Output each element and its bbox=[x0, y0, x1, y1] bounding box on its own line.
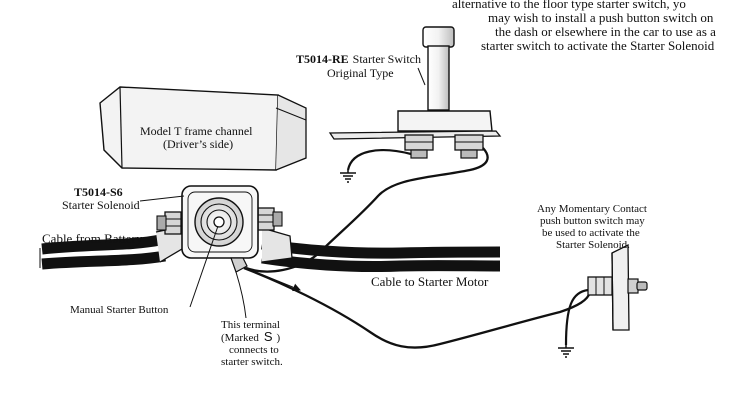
terminal-note-line-2: (Marked S) bbox=[221, 329, 281, 344]
top-note: alternative to the floor type starter sw… bbox=[452, 0, 716, 53]
solenoid-terminal-right bbox=[257, 207, 283, 231]
terminal-note-close-paren: ) bbox=[277, 332, 281, 344]
wire-solenoid-to-pushbutton bbox=[243, 266, 592, 349]
solenoid-terminal-left bbox=[156, 211, 182, 235]
terminal-note: This terminal (Marked S) connects to star… bbox=[221, 319, 283, 368]
starter-solenoid bbox=[156, 185, 283, 273]
starter-switch-plunger bbox=[427, 45, 450, 111]
solenoid-s-terminal bbox=[230, 257, 248, 273]
terminal-note-marked: (Marked bbox=[221, 332, 259, 344]
momentary-note-line-1: Any Momentary Contact bbox=[537, 203, 647, 215]
momentary-note-line-2: push button switch may bbox=[540, 215, 645, 227]
starter-switch-body bbox=[397, 110, 493, 132]
top-note-line-1: alternative to the floor type starter sw… bbox=[452, 0, 686, 11]
frame-channel-label-line-2: (Driver’s side) bbox=[163, 137, 233, 151]
momentary-note: Any Momentary Contact push button switch… bbox=[537, 203, 647, 251]
manual-button-label: Manual Starter Button bbox=[70, 304, 169, 316]
dash-panel bbox=[611, 243, 630, 331]
top-note-line-3: the dash or elsewhere in the car to use … bbox=[495, 24, 716, 39]
terminal-note-s-letter: S bbox=[264, 329, 273, 344]
starter-switch-part-number: T5014-RE bbox=[296, 52, 349, 66]
ground-symbol-switch bbox=[340, 170, 356, 183]
top-note-line-2: may wish to install a push button switch… bbox=[488, 10, 714, 25]
frame-channel-label-line-1: Model T frame channel bbox=[140, 124, 253, 138]
cable-battery-label: Cable from Battery bbox=[42, 231, 143, 246]
top-note-line-4: starter switch to activate the Starter S… bbox=[481, 38, 715, 53]
starter-switch-cap bbox=[422, 26, 455, 48]
starter-switch-subtitle: Original Type bbox=[327, 66, 394, 80]
starter-switch-original bbox=[328, 26, 502, 183]
ground-symbol-pushbutton bbox=[558, 345, 574, 358]
momentary-push-button bbox=[558, 243, 648, 358]
momentary-note-line-4: Starter Solenoid. bbox=[556, 239, 630, 251]
frame-channel: Model T frame channel (Driver’s side) bbox=[99, 86, 307, 171]
terminal-note-line-1: This terminal bbox=[221, 319, 280, 331]
pushbutton-head[interactable] bbox=[636, 281, 648, 291]
manual-starter-button[interactable] bbox=[213, 216, 225, 228]
solenoid-name: Starter Solenoid bbox=[62, 198, 140, 212]
starter-switch-label: T5014-RE Starter Switch bbox=[296, 52, 421, 66]
pushbutton-body bbox=[587, 276, 613, 296]
solenoid-part-number: T5014-S6 bbox=[74, 185, 123, 199]
cable-motor bbox=[261, 227, 501, 273]
solenoid-label: T5014-S6 bbox=[74, 185, 123, 199]
terminal-note-line-3: connects to bbox=[229, 344, 279, 356]
cable-motor-label: Cable to Starter Motor bbox=[371, 274, 489, 289]
momentary-note-line-3: be used to activate the bbox=[542, 227, 640, 239]
starter-switch-name: Starter Switch bbox=[353, 52, 421, 66]
terminal-note-line-4: starter switch. bbox=[221, 356, 283, 368]
